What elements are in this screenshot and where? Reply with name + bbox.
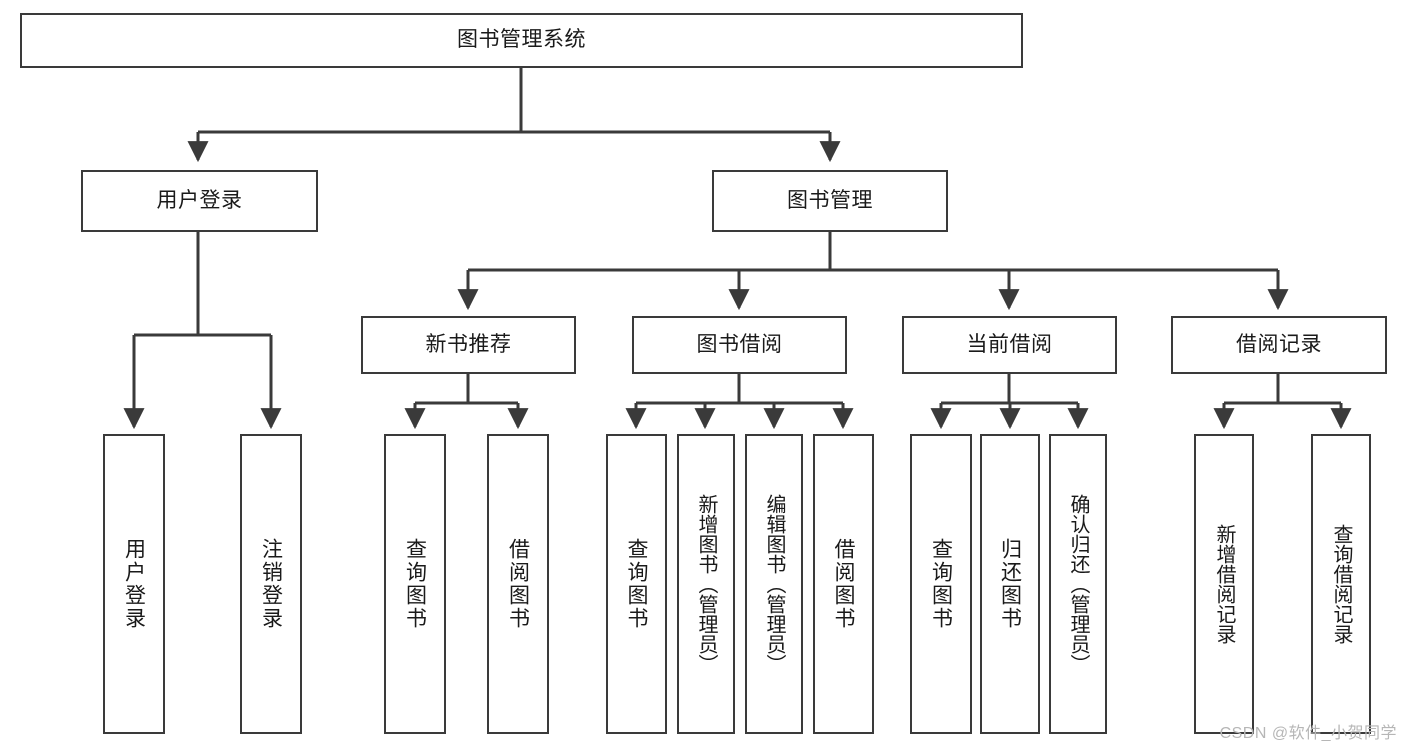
- node-label: 图书管理系统: [457, 28, 586, 52]
- node-label: 查询图书: [929, 538, 953, 630]
- node-label: 用户登录: [122, 538, 146, 630]
- leaf-book-borrow-borrow[interactable]: 借阅图书: [813, 434, 874, 734]
- leaf-book-borrow-query[interactable]: 查询图书: [606, 434, 667, 734]
- leaf-new-book-borrow[interactable]: 借阅图书: [487, 434, 549, 734]
- node-current-borrow[interactable]: 当前借阅: [902, 316, 1117, 374]
- node-label: 注销登录: [259, 538, 283, 630]
- node-label: 当前借阅: [966, 332, 1053, 356]
- leaf-user-login-logout[interactable]: 注销登录: [240, 434, 302, 734]
- node-label: 归还图书: [998, 538, 1022, 630]
- leaf-current-borrow-query[interactable]: 查询图书: [910, 434, 972, 734]
- leaf-user-login-login[interactable]: 用户登录: [103, 434, 165, 734]
- node-user-login[interactable]: 用户登录: [81, 170, 318, 232]
- leaf-borrow-record-add[interactable]: 新增借阅记录: [1194, 434, 1254, 734]
- node-label: 借阅图书: [506, 538, 530, 630]
- node-label: 新书推荐: [425, 332, 512, 356]
- node-label: 新增借阅记录: [1213, 524, 1235, 644]
- leaf-borrow-record-query[interactable]: 查询借阅记录: [1311, 434, 1371, 734]
- node-label: 查询借阅记录: [1330, 524, 1352, 644]
- node-label: 查询图书: [625, 538, 648, 630]
- node-label: 新增图书（管理员）: [695, 494, 717, 674]
- node-label: 借阅图书: [832, 538, 855, 630]
- node-label: 查询图书: [403, 538, 427, 630]
- leaf-book-borrow-edit[interactable]: 编辑图书（管理员）: [745, 434, 803, 734]
- node-label: 借阅记录: [1236, 332, 1322, 356]
- node-label: 编辑图书（管理员）: [763, 494, 785, 674]
- leaf-book-borrow-add[interactable]: 新增图书（管理员）: [677, 434, 735, 734]
- node-root-system[interactable]: 图书管理系统: [20, 13, 1023, 68]
- csdn-watermark: CSDN @软件_小贺同学: [1219, 725, 1397, 742]
- node-book-borrow[interactable]: 图书借阅: [632, 316, 847, 374]
- node-label: 图书管理: [787, 188, 873, 212]
- node-label: 图书借阅: [696, 332, 783, 356]
- leaf-current-borrow-return[interactable]: 归还图书: [980, 434, 1040, 734]
- node-book-management[interactable]: 图书管理: [712, 170, 948, 232]
- node-new-book-recommend[interactable]: 新书推荐: [361, 316, 576, 374]
- leaf-new-book-query[interactable]: 查询图书: [384, 434, 446, 734]
- leaf-current-borrow-confirm[interactable]: 确认归还（管理员）: [1049, 434, 1107, 734]
- node-borrow-record[interactable]: 借阅记录: [1171, 316, 1387, 374]
- node-label: 确认归还（管理员）: [1067, 494, 1089, 674]
- node-label: 用户登录: [156, 188, 243, 212]
